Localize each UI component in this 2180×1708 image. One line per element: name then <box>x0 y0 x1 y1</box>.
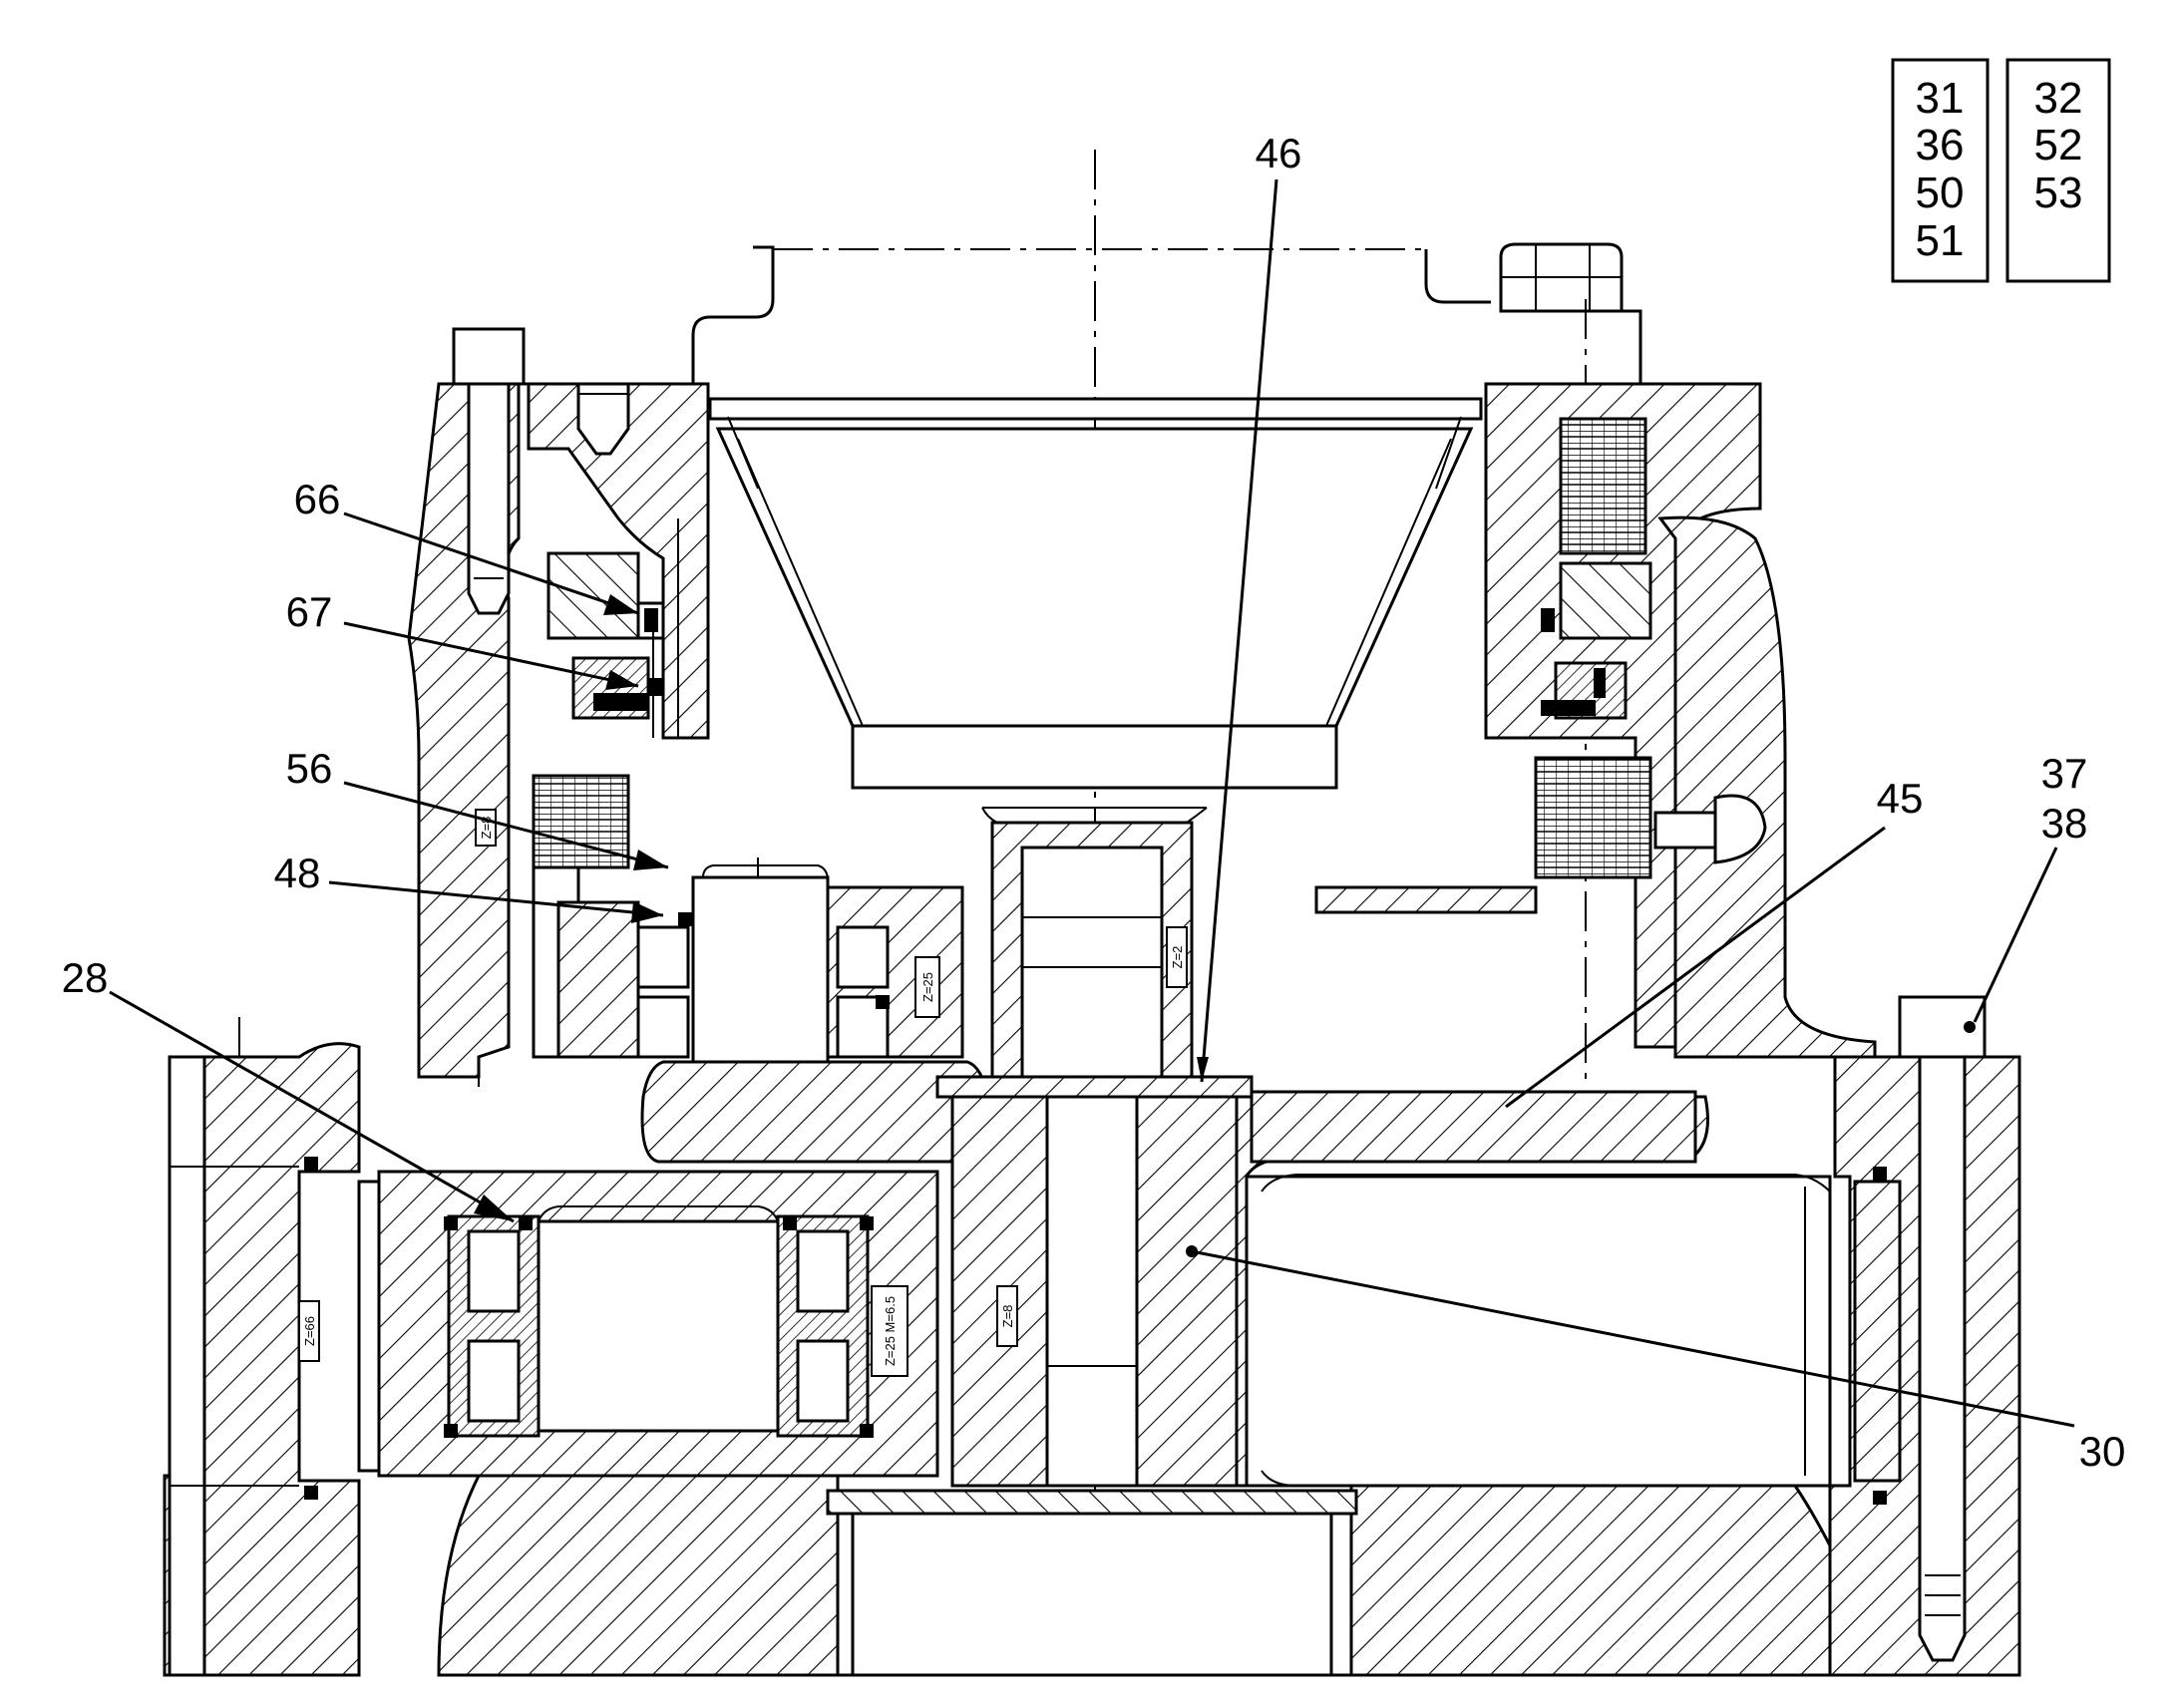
leader-66 <box>343 512 639 615</box>
reference-number: 50 <box>1916 169 1965 217</box>
gear-tag-text: Z=8 <box>1000 1305 1015 1328</box>
sun-shaft <box>935 807 1254 1099</box>
planet-carrier <box>950 1090 1709 1488</box>
gear-tag: Z=8 <box>475 809 497 847</box>
callout-45: 45 <box>1877 775 1924 822</box>
reference-number: 32 <box>2034 74 2083 123</box>
reference-box-2: 32 52 53 <box>2005 58 2111 283</box>
bowl-cone <box>708 397 1483 790</box>
spring-pack-left <box>532 774 640 1059</box>
reference-number: 52 <box>2034 121 2083 170</box>
gear-tag: Z=66 <box>298 1300 320 1362</box>
planet-stage-lower <box>357 1170 939 1478</box>
callout-28: 28 <box>62 954 109 1001</box>
callout-30: 30 <box>2079 1428 2126 1475</box>
leader-lines <box>109 178 2075 1428</box>
leader-30 <box>1191 1249 2075 1428</box>
leader-45 <box>1505 826 1886 1109</box>
seal-assembly-right <box>1541 561 1652 720</box>
leader-37-38 <box>1973 847 2058 1023</box>
ring-gear-window <box>1245 1174 1832 1488</box>
gear-tag: Z=2 <box>1166 926 1188 988</box>
reference-box-frame <box>1891 58 1990 283</box>
callout-38: 38 <box>2041 800 2088 847</box>
callout-48: 48 <box>274 850 321 896</box>
callout-labels: 46 66 67 56 48 28 45 37 38 30 <box>62 130 2126 1475</box>
leader-46 <box>1200 178 1278 1083</box>
bolts <box>452 327 1987 1662</box>
gear-tag: Z=25 <box>914 956 940 1018</box>
motor-flange-outline <box>691 242 1642 384</box>
callout-37: 37 <box>2041 750 2088 797</box>
spring-pack-right <box>1314 756 1767 914</box>
leader-28 <box>109 990 515 1223</box>
callout-67: 67 <box>286 588 333 635</box>
gear-tag-text: Z=25 M=6.5 <box>883 1296 898 1366</box>
callout-66: 66 <box>294 476 341 522</box>
leader-48 <box>328 880 664 917</box>
leader-67 <box>343 621 639 688</box>
planet-stage-upper <box>636 864 989 1164</box>
gear-tag-text: Z=66 <box>302 1316 317 1346</box>
gear-tag-text: Z=2 <box>1170 946 1185 969</box>
leader-56 <box>343 781 669 869</box>
reference-box-frame <box>2005 58 2111 283</box>
seal-assembly-left <box>546 518 679 738</box>
gear-tag: Z=25 M=6.5 <box>871 1285 908 1377</box>
upper-housing-right <box>1484 382 1877 1059</box>
gear-tag-text: Z=25 <box>920 972 935 1002</box>
reference-number: 53 <box>2034 169 2083 217</box>
reference-number: 51 <box>1916 216 1965 265</box>
gear-tags: Z=2 Z=25 Z=8 Z=8 Z=25 M=6.5 Z=66 <box>298 809 1188 1377</box>
callout-56: 56 <box>286 745 333 792</box>
reference-number: 36 <box>1916 121 1965 170</box>
gear-tag: Z=8 <box>996 1285 1018 1347</box>
output-carrier <box>437 1474 1837 1677</box>
reference-number: 31 <box>1916 74 1965 123</box>
reference-box-1: 31 36 50 51 <box>1891 58 1990 283</box>
callout-46: 46 <box>1256 130 1302 176</box>
